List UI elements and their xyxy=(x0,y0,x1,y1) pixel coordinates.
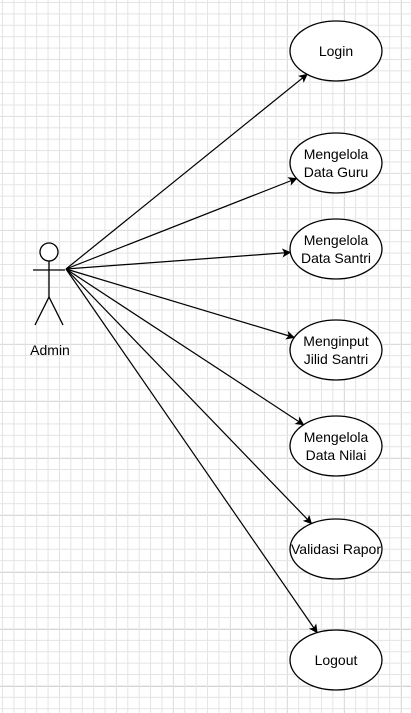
actor-label: Admin xyxy=(30,342,70,358)
use-case-label: Logout xyxy=(315,652,358,668)
actor-right-leg xyxy=(48,296,64,326)
use-case-ellipse xyxy=(289,20,383,82)
use-case-label: Mengelola xyxy=(304,232,369,248)
association-arrow-login xyxy=(65,73,308,270)
use-case-ellipse xyxy=(289,629,383,691)
association-arrow-menginput-jilid-santri xyxy=(65,268,296,340)
use-case-label: Data Guru xyxy=(304,164,369,180)
use-case-logout: Logout xyxy=(289,629,383,691)
use-case-label: Validasi Rapor xyxy=(291,541,381,557)
association-arrow-logout xyxy=(65,268,318,634)
use-case-ellipse xyxy=(289,218,383,280)
use-case-label: Menginput xyxy=(303,333,368,349)
use-case-label: Jilid Santri xyxy=(304,351,369,367)
association-arrow-validasi-rapor xyxy=(65,268,313,525)
actor-head xyxy=(39,242,59,262)
use-case-login: Login xyxy=(289,20,383,82)
use-case-label: Mengelola xyxy=(304,146,369,162)
use-case-validasi-rapor: Validasi Rapor xyxy=(289,518,383,580)
association-arrow-mengelola-data-guru xyxy=(65,177,298,270)
use-case-ellipse xyxy=(289,132,383,194)
use-case-label: Data Santri xyxy=(301,250,371,266)
use-case-ellipse xyxy=(289,518,383,580)
actor-stick-figure xyxy=(33,242,65,326)
use-case-ellipse xyxy=(289,415,383,477)
use-case-label: Data Nilai xyxy=(306,447,367,463)
use-case-label: Login xyxy=(319,43,353,59)
association-arrows xyxy=(65,73,318,634)
use-case-ellipse xyxy=(289,319,383,381)
association-arrow-mengelola-data-santri xyxy=(65,248,292,270)
association-arrow-mengelola-data-nilai xyxy=(65,268,305,426)
use-case-label: Mengelola xyxy=(304,429,369,445)
actor-left-leg xyxy=(34,296,50,326)
